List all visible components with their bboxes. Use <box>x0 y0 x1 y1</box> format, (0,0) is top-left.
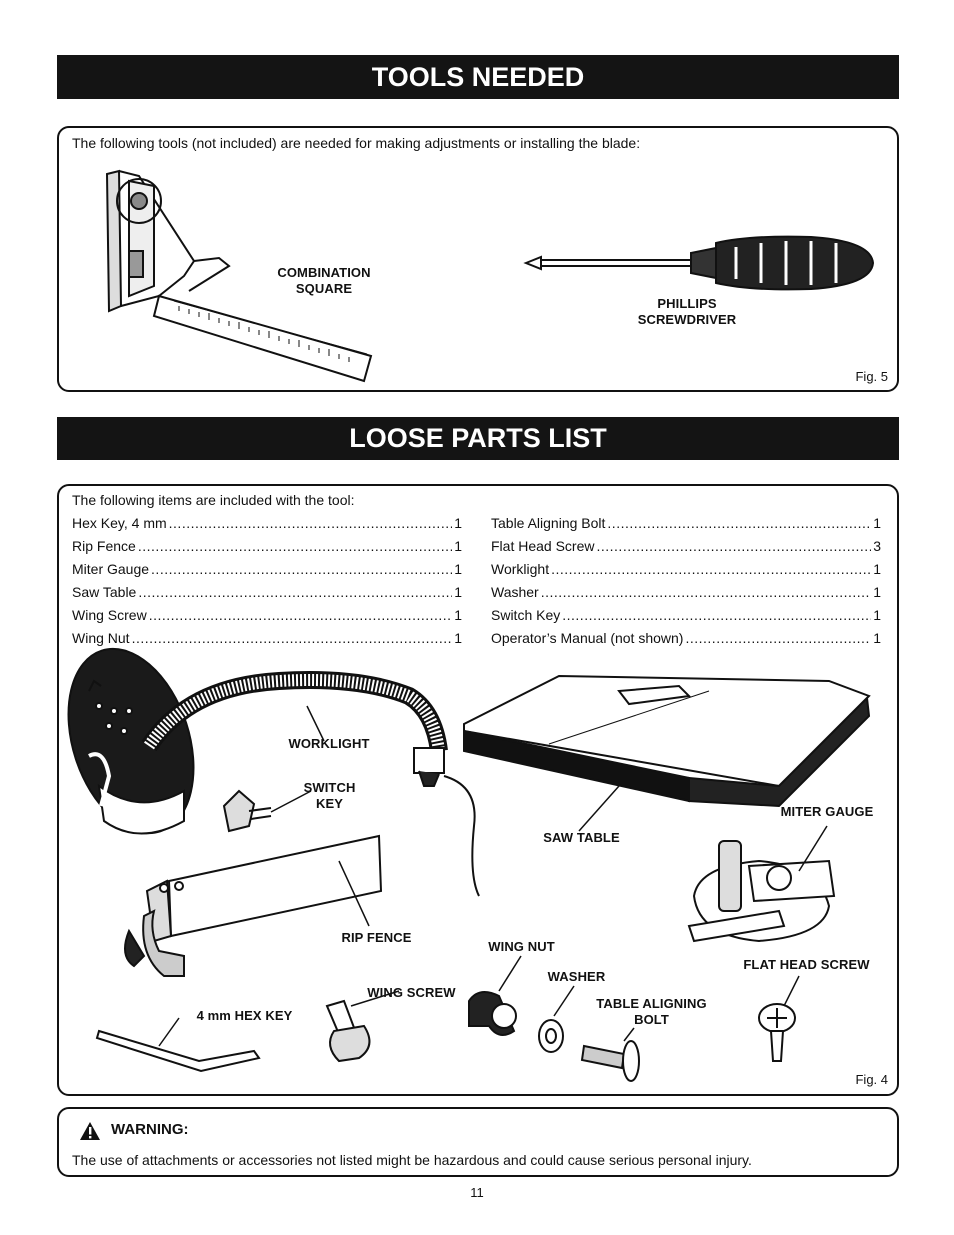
fig-4-caption: Fig. 4 <box>855 1072 888 1087</box>
phillips-screwdriver-label: PHILLIPS SCREWDRIVER <box>637 296 737 327</box>
loose-parts-heading: LOOSE PARTS LIST <box>57 417 899 460</box>
table-aligning-bolt-label: TABLE ALIGNING BOLT <box>596 996 707 1027</box>
parts-list-left: Hex Key, 4 mm1 Rip Fence1 Miter Gauge1 S… <box>72 512 462 650</box>
flat-head-screw-illustration <box>758 975 800 1062</box>
list-item: Hex Key, 4 mm1 <box>72 512 462 535</box>
table-aligning-bolt-illustration <box>580 1027 640 1082</box>
washer-label: WASHER <box>547 969 606 984</box>
list-item: Wing Nut1 <box>72 627 462 650</box>
switch-key-illustration <box>222 789 312 833</box>
wing-nut-label: WING NUT <box>488 939 555 954</box>
wing-nut-illustration <box>468 955 522 1036</box>
loose-parts-box: The following items are included with th… <box>57 484 899 1096</box>
washer-illustration <box>538 985 575 1053</box>
wing-screw-label: WING SCREW <box>367 985 456 1000</box>
warning-triangle-icon <box>80 1122 100 1140</box>
hex-key-illustration <box>95 1017 261 1073</box>
miter-gauge-illustration <box>687 825 836 943</box>
loose-parts-intro-text: The following items are included with th… <box>72 492 355 508</box>
hex-key-label: 4 mm HEX KEY <box>196 1008 293 1023</box>
warning-box: WARNING: The use of attachments or acces… <box>57 1107 899 1177</box>
saw-table-label: SAW TABLE <box>543 830 620 845</box>
loose-parts-illustration <box>67 647 871 1082</box>
miter-gauge-label: MITER GAUGE <box>780 804 874 819</box>
rip-fence-illustration <box>124 834 383 977</box>
list-item: Switch Key1 <box>491 604 881 627</box>
fig-5-caption: Fig. 5 <box>855 369 888 384</box>
list-item: Wing Screw1 <box>72 604 462 627</box>
worklight-illustration <box>67 647 480 897</box>
parts-list-right: Table Aligning Bolt1 Flat Head Screw3 Wo… <box>491 512 881 650</box>
list-item: Saw Table1 <box>72 581 462 604</box>
flat-head-screw-label: FLAT HEAD SCREW <box>743 957 870 972</box>
list-item: Flat Head Screw3 <box>491 535 881 558</box>
tools-intro-text: The following tools (not included) are n… <box>72 135 641 151</box>
list-item: Table Aligning Bolt1 <box>491 512 881 535</box>
tools-needed-heading: TOOLS NEEDED <box>57 55 899 99</box>
combination-square-label: COMBINATION SQUARE <box>277 265 371 296</box>
wing-screw-illustration <box>325 990 400 1063</box>
list-item: Rip Fence1 <box>72 535 462 558</box>
warning-text: The use of attachments or accessories no… <box>72 1152 752 1168</box>
page-number: 11 <box>470 1185 484 1200</box>
list-item: Miter Gauge1 <box>72 558 462 581</box>
phillips-screwdriver-illustration <box>523 235 875 291</box>
list-item: Washer1 <box>491 581 881 604</box>
list-item: Worklight1 <box>491 558 881 581</box>
switch-key-label: SWITCH KEY <box>303 780 356 811</box>
combination-square-illustration <box>105 169 373 383</box>
warning-title: WARNING: <box>111 1121 189 1138</box>
worklight-label: WORKLIGHT <box>288 736 370 751</box>
list-item: Operator’s Manual (not shown)1 <box>491 627 881 650</box>
saw-table-illustration <box>463 674 871 832</box>
tools-figure-box: The following tools (not included) are n… <box>57 126 899 392</box>
rip-fence-label: RIP FENCE <box>341 930 412 945</box>
